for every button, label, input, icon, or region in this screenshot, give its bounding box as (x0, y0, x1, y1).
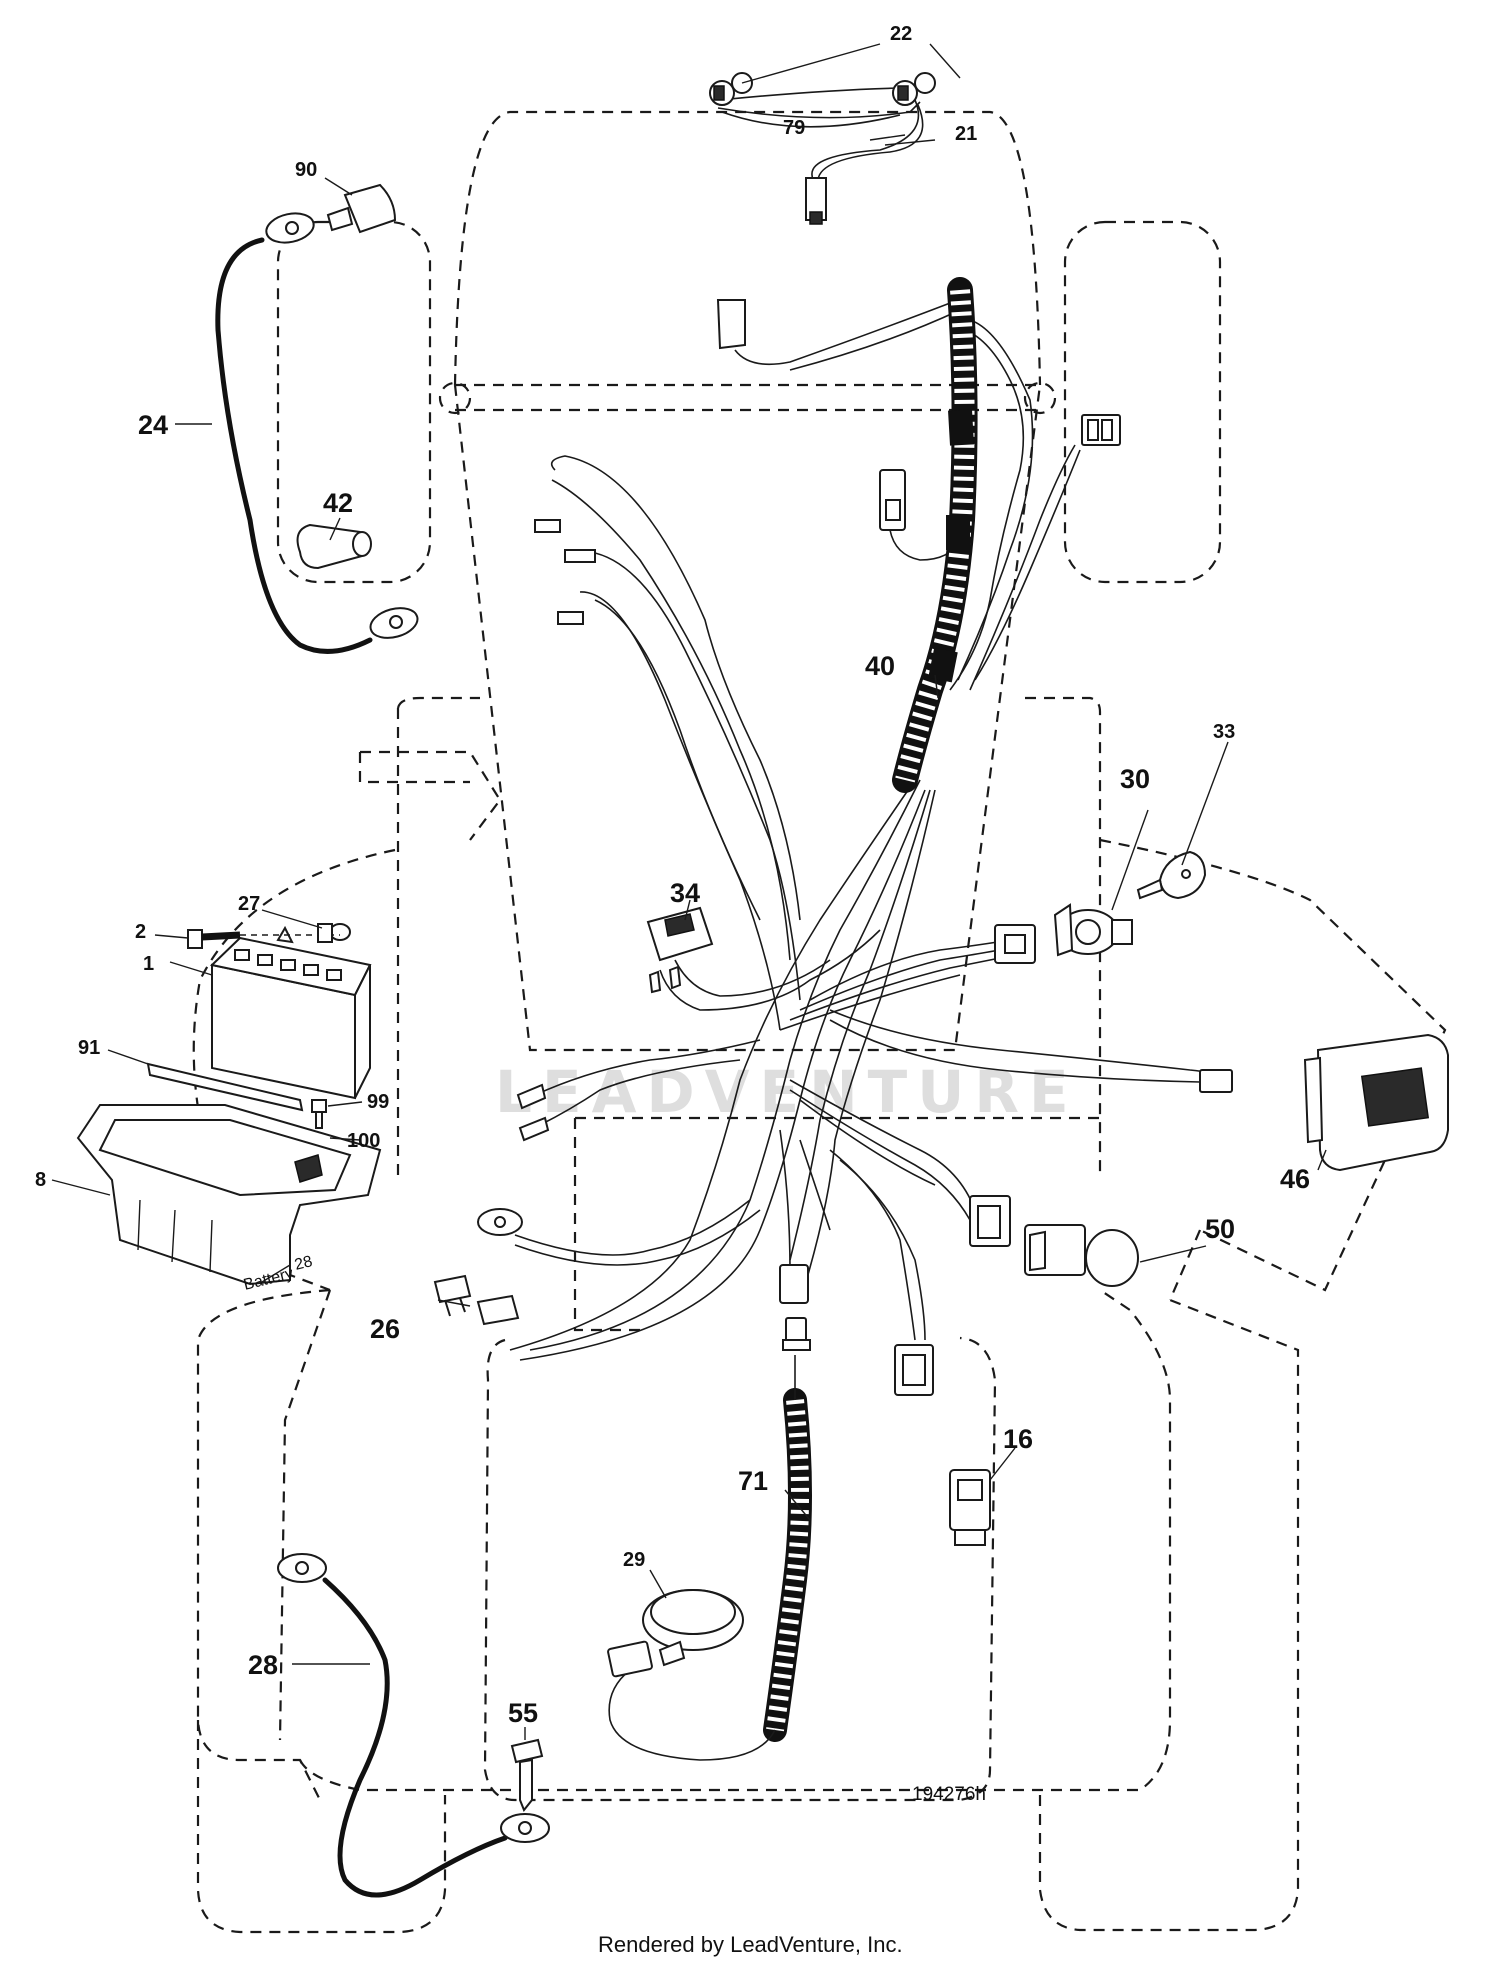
harness-plug-center (779, 1264, 811, 1351)
ignition-switch-30 (1053, 903, 1133, 957)
callout-24: 24 (138, 410, 168, 440)
screw-99 (311, 1099, 327, 1129)
callout-79: 79 (783, 117, 805, 139)
watermark: LEADVENTURE (495, 1058, 1079, 1126)
callout-100: 100 (347, 1130, 380, 1152)
callout-55: 55 (508, 1698, 538, 1728)
battery-strap-91 (146, 1062, 304, 1112)
callout-21: 21 (955, 123, 977, 145)
harness-right-connector (1081, 414, 1121, 446)
left-harness-connectors (534, 299, 746, 625)
callout-33: 33 (1213, 721, 1235, 743)
callout-71: 71 (738, 1466, 768, 1496)
callout-16: 16 (1003, 1424, 1033, 1454)
callout-29: 29 (623, 1549, 645, 1571)
callout-2: 2 (135, 921, 146, 943)
callout-1: 1 (143, 953, 154, 975)
callout-50: 50 (1205, 1214, 1235, 1244)
terminal-cover-42 (296, 523, 372, 570)
battery-tray-8 (76, 1104, 382, 1286)
rear-harness-loom (608, 1355, 812, 1761)
harness-upper-connector (879, 469, 906, 531)
callout-28: 28 (248, 1650, 278, 1680)
callout-labels: 22 79 21 90 24 42 40 33 30 34 2 27 1 91 … (35, 23, 1310, 1957)
headlight-bulb-left (709, 72, 753, 106)
lower-left-connectors (516, 1083, 550, 1142)
harness-center-connector (994, 924, 1036, 964)
callout-22: 22 (890, 23, 912, 45)
callout-27: 27 (238, 893, 260, 915)
harness-loom (892, 277, 978, 793)
harness-plug-lower-right (969, 1195, 1011, 1247)
ground-screw-55 (510, 1738, 544, 1812)
callout-46: 46 (1280, 1164, 1310, 1194)
display-module-46 (1303, 1033, 1449, 1172)
drawing-number: 194276h (912, 1784, 986, 1805)
battery-tag-number: 28 (293, 1253, 314, 1274)
rocker-switch-34 (646, 906, 714, 994)
tractor-outline (192, 110, 1447, 1934)
leader-lines (51, 43, 1327, 1740)
safety-switch-16 (949, 1469, 991, 1546)
harness-plug-lower (894, 1344, 934, 1396)
battery-bolt-2 (187, 929, 340, 949)
main-harness-wires (509, 299, 1223, 1361)
terminal-boot-90 (326, 183, 397, 234)
headlight-harness (717, 87, 924, 225)
callout-99: 99 (367, 1091, 389, 1113)
callout-91: 91 (78, 1037, 100, 1059)
callout-42: 42 (323, 488, 353, 518)
pto-switch-50 (1024, 1224, 1139, 1287)
callout-8: 8 (35, 1169, 46, 1191)
footer-credit: Rendered by LeadVenture, Inc. (598, 1932, 903, 1957)
callout-34: 34 (670, 878, 700, 908)
positive-battery-cable (215, 212, 419, 654)
fuse-26 (433, 1274, 520, 1326)
harness-display-lead-connector (1199, 1069, 1233, 1093)
headlight-bulb-right (892, 72, 936, 106)
battery-1 (209, 923, 372, 1100)
seat-switch-29 (607, 1589, 744, 1678)
callout-30: 30 (1120, 764, 1150, 794)
callout-26: 26 (370, 1314, 400, 1344)
ignition-key-33 (1136, 850, 1207, 900)
callout-40: 40 (865, 651, 895, 681)
negative-battery-cable (277, 1553, 550, 1898)
callout-90: 90 (295, 159, 317, 181)
ground-lug (477, 1208, 523, 1236)
